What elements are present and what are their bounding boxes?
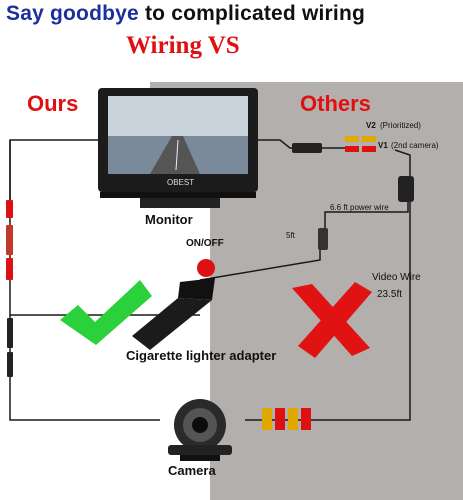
five-ft-label: 5ft (286, 231, 295, 240)
headline: Say goodbye to complicated wiring (6, 2, 365, 26)
v1-label: V1 (378, 141, 388, 150)
adapter-label: Cigarette lighter adapter (126, 348, 277, 363)
ours-label: Ours (27, 91, 79, 116)
check-icon (60, 280, 152, 345)
headline-rest: to complicated wiring (138, 2, 365, 25)
video-wire-length: 23.5ft (377, 289, 403, 300)
cross-icon (292, 282, 372, 358)
power-wire-label: 6.6 ft power wire (330, 203, 389, 212)
others-connectors (262, 136, 414, 430)
cigarette-adapter (132, 259, 215, 350)
v1-note: (2nd camera) (391, 141, 439, 150)
monitor-label: Monitor (145, 212, 193, 227)
headline-highlight: Say goodbye (6, 2, 139, 25)
ours-connectors (6, 200, 13, 377)
v2-note: (Prioritized) (380, 121, 421, 130)
monitor-brand: OBEST (167, 178, 195, 187)
v2-label: V2 (366, 121, 376, 130)
video-wire-label: Video Wire (372, 272, 421, 283)
monitor-device (98, 88, 258, 208)
camera-label: Camera (168, 463, 216, 478)
camera-device (168, 399, 232, 461)
onoff-label: ON/OFF (186, 238, 224, 249)
page-title: Wiring VS (126, 32, 240, 59)
others-label: Others (300, 91, 371, 116)
